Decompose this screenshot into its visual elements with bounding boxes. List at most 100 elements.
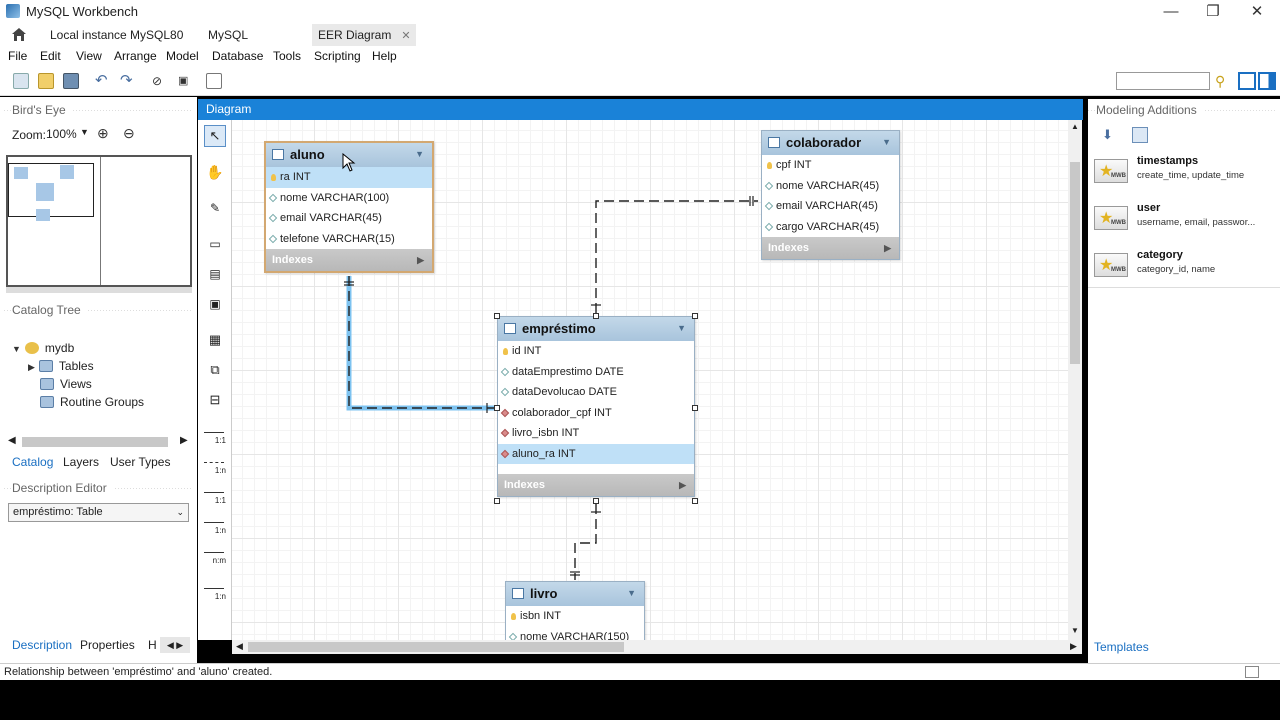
new-document-icon[interactable]: [13, 73, 29, 89]
undo-icon[interactable]: ↶: [95, 72, 108, 89]
column-row[interactable]: isbn INT: [506, 606, 644, 627]
entity-colaborador[interactable]: colaborador ▼ cpf INT nome VARCHAR(45) e…: [761, 130, 900, 260]
menu-tools[interactable]: Tools: [273, 49, 302, 63]
diagram-canvas[interactable]: aluno ▼ ra INT nome VARCHAR(100) email V…: [232, 120, 1068, 640]
entity-header[interactable]: empréstimo ▼: [498, 317, 694, 341]
home-icon[interactable]: [10, 26, 28, 42]
template-action-icon[interactable]: ⬇: [1102, 127, 1113, 142]
entity-header[interactable]: colaborador ▼: [762, 131, 899, 155]
column-row[interactable]: cpf INT: [762, 155, 899, 176]
save-icon[interactable]: [63, 73, 79, 89]
tab-properties[interactable]: Properties: [80, 638, 135, 652]
column-row[interactable]: telefone VARCHAR(15): [266, 229, 432, 250]
column-row[interactable]: id INT: [498, 341, 694, 362]
resize-handle[interactable]: [692, 405, 698, 411]
view-tool-icon[interactable]: ⧉: [210, 362, 220, 377]
entity-emprestimo[interactable]: empréstimo ▼ id INT dataEmprestimo DATE …: [497, 316, 695, 497]
column-row[interactable]: nome VARCHAR(100): [266, 188, 432, 209]
description-object-select[interactable]: empréstimo: Table ⌄: [8, 503, 189, 522]
column-row[interactable]: dataEmprestimo DATE: [498, 362, 694, 383]
tab-templates[interactable]: Templates: [1094, 640, 1149, 654]
canvas-vertical-scrollbar[interactable]: ▲ ▼: [1068, 120, 1082, 640]
align-grid-icon[interactable]: ▣: [178, 75, 189, 87]
collapse-caret-icon[interactable]: ▼: [627, 588, 636, 598]
resize-handle[interactable]: [494, 405, 500, 411]
minimize-button-visible[interactable]: —: [1150, 0, 1192, 24]
template-category[interactable]: ★MWB category category_id, name: [1094, 249, 1274, 289]
zoom-value[interactable]: 100%: [46, 127, 77, 141]
menu-file[interactable]: File: [8, 49, 28, 63]
template-timestamps[interactable]: ★MWB timestamps create_time, update_time: [1094, 155, 1274, 195]
tree-schema-mydb[interactable]: ▼mydb: [12, 341, 75, 355]
birds-eye-minimap[interactable]: [6, 155, 192, 287]
output-panel-icon[interactable]: [1245, 666, 1259, 678]
collapse-caret-icon[interactable]: ▼: [415, 149, 424, 159]
template-table-icon[interactable]: [1132, 127, 1148, 143]
relationship-colaborador-emprestimo[interactable]: [595, 200, 758, 313]
relationship-existing-columns-icon[interactable]: 1:n: [204, 582, 226, 604]
table-tool-icon[interactable]: ▦: [208, 332, 222, 347]
relationship-1-1-non-identifying-icon[interactable]: 1:1: [204, 486, 226, 508]
menu-database[interactable]: Database: [212, 49, 264, 63]
open-folder-icon[interactable]: [38, 73, 54, 89]
relationship-aluno-emprestimo[interactable]: [348, 276, 494, 409]
resize-handle[interactable]: [593, 498, 599, 504]
indexes-section[interactable]: Indexes▶: [498, 474, 694, 496]
menu-scripting[interactable]: Scripting: [314, 49, 361, 63]
tree-item-views[interactable]: Views: [40, 375, 92, 393]
zoom-dropdown-icon[interactable]: ▼: [80, 127, 89, 137]
tab-scroll-arrows-icon[interactable]: ◀ ▶: [160, 637, 190, 653]
search-icon[interactable]: ⚲: [1215, 73, 1226, 89]
relationship-livro-emprestimo[interactable]: [574, 504, 597, 580]
toggle-grid-icon[interactable]: ⊘: [152, 74, 163, 88]
entity-header[interactable]: livro ▼: [506, 582, 644, 606]
new-diagram-icon[interactable]: [206, 73, 222, 89]
restore-button[interactable]: ❐: [1192, 0, 1234, 24]
relationship-1-1-identifying-icon[interactable]: 1:1: [204, 426, 226, 448]
relationship-n-m-icon[interactable]: n:m: [204, 546, 226, 568]
collapse-caret-icon[interactable]: ▼: [882, 137, 891, 147]
tab-catalog[interactable]: Catalog: [12, 455, 54, 469]
column-row[interactable]: cargo VARCHAR(45): [762, 217, 899, 238]
close-tab-icon[interactable]: ✕: [401, 30, 411, 42]
canvas-horizontal-scrollbar[interactable]: ◀ ▶: [232, 640, 1082, 654]
tree-horizontal-scrollbar[interactable]: ◀ ▶: [8, 435, 188, 447]
zoom-in-icon[interactable]: ⊕: [97, 125, 109, 141]
resize-handle[interactable]: [692, 498, 698, 504]
expand-arrow-icon[interactable]: ▶: [884, 243, 891, 253]
expand-arrow-icon[interactable]: ▶: [679, 480, 686, 490]
collapse-caret-icon[interactable]: ▼: [677, 323, 686, 333]
menu-edit[interactable]: Edit: [40, 49, 61, 63]
redo-icon[interactable]: ↷: [120, 72, 133, 89]
column-row[interactable]: aluno_ra INT: [498, 443, 694, 464]
collapse-icon[interactable]: ▶: [28, 362, 35, 372]
routine-group-tool-icon[interactable]: ⊟: [209, 392, 221, 407]
indexes-section[interactable]: Indexes▶: [266, 249, 432, 271]
tab-eer-diagram[interactable]: EER Diagram✕: [312, 24, 416, 46]
tab-description[interactable]: Description: [12, 638, 73, 652]
toggle-secondary-sidebar-icon[interactable]: [1258, 72, 1276, 90]
tab-user-types[interactable]: User Types: [110, 455, 171, 469]
close-window-button[interactable]: ✕: [1236, 0, 1278, 24]
tree-item-tables[interactable]: ▶Tables: [28, 359, 94, 373]
column-row[interactable]: colaborador_cpf INT: [498, 403, 694, 424]
column-row[interactable]: nome VARCHAR(45): [762, 176, 899, 197]
hand-tool-icon[interactable]: ✋: [206, 164, 224, 180]
column-row[interactable]: dataDevolucao DATE: [498, 382, 694, 403]
template-user[interactable]: ★MWB user username, email, passwor...: [1094, 202, 1274, 242]
layer-tool-icon[interactable]: ▭: [209, 237, 221, 251]
eraser-tool-icon[interactable]: ✎: [209, 201, 221, 215]
menu-arrange[interactable]: Arrange: [114, 49, 157, 63]
indexes-section[interactable]: Indexes▶: [762, 237, 899, 259]
search-input[interactable]: [1116, 72, 1210, 90]
resize-handle[interactable]: [494, 498, 500, 504]
resize-handle[interactable]: [692, 313, 698, 319]
tab-history[interactable]: H: [148, 638, 157, 652]
column-row[interactable]: ra INT: [266, 167, 432, 188]
tab-local-instance[interactable]: Local instance MySQL80: [44, 24, 198, 46]
column-row[interactable]: email VARCHAR(45): [762, 196, 899, 217]
entity-livro[interactable]: livro ▼ isbn INT nome VARCHAR(150): [505, 581, 645, 640]
expand-arrow-icon[interactable]: ▶: [417, 255, 424, 265]
menu-help[interactable]: Help: [372, 49, 397, 63]
relationship-1-n-identifying-icon[interactable]: 1:n: [204, 456, 226, 478]
